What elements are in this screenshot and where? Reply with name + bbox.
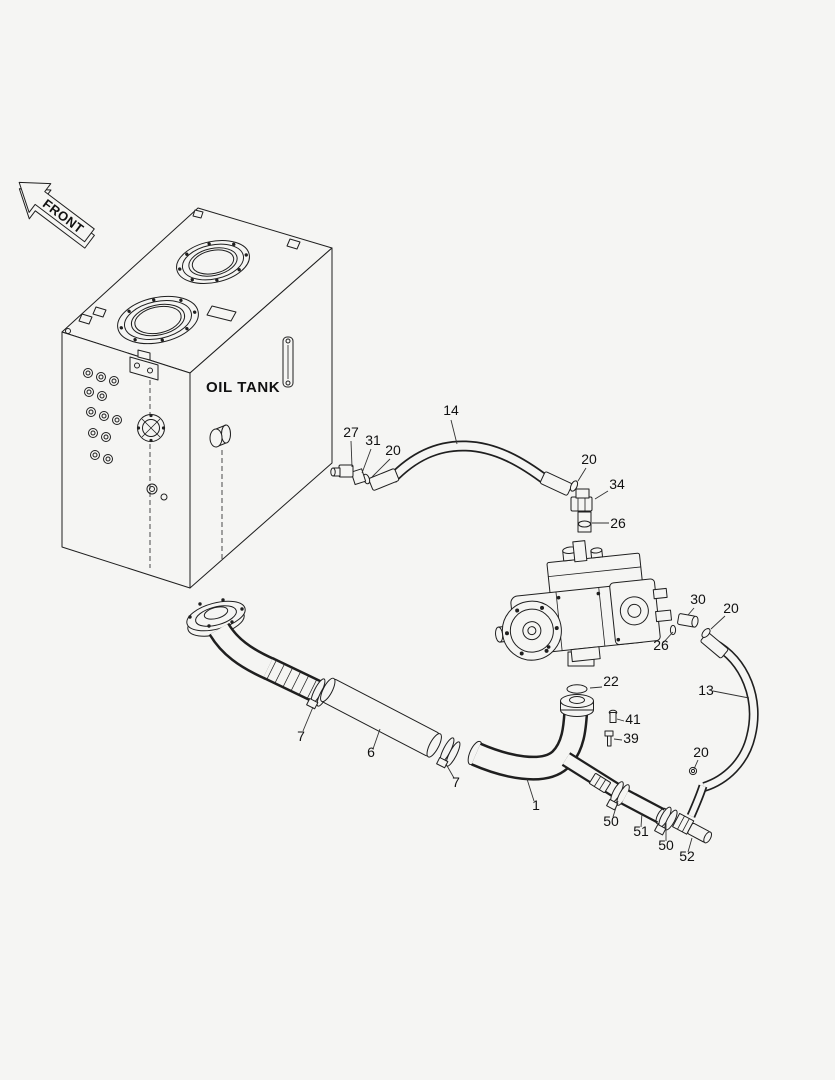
callout-leader-34 bbox=[594, 490, 609, 500]
hose-14 bbox=[330, 440, 579, 496]
clamp-7-right bbox=[436, 737, 461, 769]
callout-leader-20 bbox=[693, 759, 699, 770]
callout-41: 41 bbox=[625, 711, 641, 727]
callout-20: 20 bbox=[385, 442, 401, 458]
elbow-34 bbox=[570, 496, 593, 512]
callout-leader-20 bbox=[371, 458, 391, 478]
front-arrow-body bbox=[18, 181, 95, 243]
clamp-screw bbox=[436, 757, 449, 769]
sight-gauge bbox=[282, 336, 294, 388]
tank-side-plugs bbox=[83, 368, 168, 501]
callout-50: 50 bbox=[603, 813, 619, 829]
oring-26-top bbox=[578, 520, 591, 528]
oil-tank: OIL TANK bbox=[61, 207, 333, 589]
callout-leader-26 bbox=[662, 631, 674, 644]
callout-27: 27 bbox=[343, 424, 359, 440]
callout-20: 20 bbox=[693, 744, 709, 760]
callout-20: 20 bbox=[581, 451, 597, 467]
tank-corner-plug bbox=[65, 328, 71, 334]
tank-top-plug bbox=[78, 313, 93, 325]
callout-20: 20 bbox=[723, 600, 739, 616]
callout-leader-1 bbox=[526, 778, 535, 802]
oil-tank-label: OIL TANK bbox=[206, 379, 280, 396]
callout-leader-30 bbox=[687, 607, 695, 616]
clamp-50-a bbox=[606, 781, 630, 811]
bolt-41 bbox=[608, 709, 618, 723]
callout-26: 26 bbox=[610, 515, 626, 531]
callout-14: 14 bbox=[443, 402, 459, 418]
callout-leader-31 bbox=[361, 448, 372, 474]
callout-6: 6 bbox=[367, 744, 375, 760]
bolt-39 bbox=[604, 730, 614, 747]
tank-top-plug bbox=[192, 209, 204, 219]
callout-leader-41 bbox=[616, 718, 625, 722]
pump-mount-flange bbox=[501, 600, 562, 661]
oring-20-right bbox=[569, 480, 579, 492]
pump-port-upper bbox=[652, 587, 668, 600]
pump-rear-section bbox=[609, 578, 661, 646]
hose-14-crimp-left bbox=[368, 468, 400, 491]
callout-leader-22 bbox=[589, 686, 603, 689]
callout-51: 51 bbox=[633, 823, 649, 839]
callout-50: 50 bbox=[658, 837, 674, 853]
callout-leader-20 bbox=[710, 615, 726, 630]
tank-top-plate bbox=[206, 305, 237, 322]
callout-leader-6 bbox=[372, 728, 381, 750]
callout-34: 34 bbox=[609, 476, 625, 492]
callout-30: 30 bbox=[690, 591, 706, 607]
plug-30 bbox=[677, 613, 699, 628]
oring-20-bottom bbox=[688, 766, 698, 776]
hydraulic-pump bbox=[495, 540, 673, 663]
callout-13: 13 bbox=[698, 682, 714, 698]
tank-top-plug bbox=[286, 238, 301, 250]
hose-13 bbox=[669, 613, 759, 818]
callout-39: 39 bbox=[623, 730, 639, 746]
pump-top-port bbox=[572, 540, 588, 563]
oring-20-pump bbox=[701, 628, 711, 638]
front-arrow: FRONT bbox=[18, 181, 95, 249]
tank-bracket bbox=[129, 349, 159, 381]
callout-leader-13 bbox=[712, 690, 750, 699]
clamp-screw bbox=[306, 698, 319, 710]
hose-kit bbox=[606, 781, 713, 844]
branch-hex-fitting bbox=[589, 773, 611, 793]
callout-31: 31 bbox=[365, 432, 381, 448]
oring-22 bbox=[566, 684, 588, 694]
hose-14-crimp-right bbox=[540, 471, 573, 496]
fitting-34-group bbox=[570, 488, 593, 533]
suction-assembly bbox=[186, 598, 324, 703]
pump-port-lower bbox=[655, 609, 673, 623]
callout-22: 22 bbox=[603, 673, 619, 689]
callout-leader-51 bbox=[640, 812, 643, 828]
tank-outlet-boss bbox=[209, 424, 231, 448]
tank-top-plug bbox=[92, 306, 107, 318]
fitting-52 bbox=[672, 812, 713, 844]
callout-leader-20 bbox=[577, 467, 587, 482]
manhole-cover-2 bbox=[117, 295, 199, 345]
callout-26: 26 bbox=[653, 637, 669, 653]
elbow-pipe-1 bbox=[467, 651, 622, 798]
tank-front-face bbox=[189, 247, 333, 589]
oring-26-side bbox=[669, 624, 677, 636]
callout-7: 7 bbox=[452, 774, 460, 790]
callout-leader-27 bbox=[350, 440, 353, 468]
callout-leader-7 bbox=[302, 706, 314, 732]
callout-leader-50 bbox=[612, 800, 619, 818]
callout-7: 7 bbox=[297, 728, 305, 744]
pipe-6 bbox=[320, 677, 442, 758]
callout-1: 1 bbox=[532, 797, 540, 813]
elbow-27 bbox=[338, 464, 354, 478]
callout-leader-14 bbox=[450, 419, 458, 445]
tank-left-face bbox=[61, 331, 191, 589]
callout-52: 52 bbox=[679, 848, 695, 864]
callout-leader-39 bbox=[613, 738, 623, 741]
callout-leader-7 bbox=[445, 763, 455, 779]
callout-leader-52 bbox=[687, 837, 693, 853]
tank-hub-flange bbox=[136, 413, 166, 443]
manhole-cover-1 bbox=[176, 240, 250, 284]
